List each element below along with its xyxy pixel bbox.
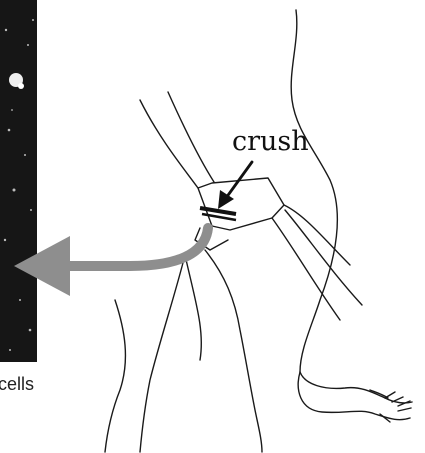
big-grey-arrow	[14, 228, 208, 296]
crush-pointer-arrow	[218, 162, 252, 209]
cells-label: cells	[0, 374, 34, 394]
micrograph-background	[0, 0, 37, 362]
mouse-limb-drawing	[105, 10, 412, 452]
crush-label: crush	[232, 126, 309, 157]
micrograph-panel	[0, 0, 37, 362]
crush-site-marker	[200, 208, 236, 220]
